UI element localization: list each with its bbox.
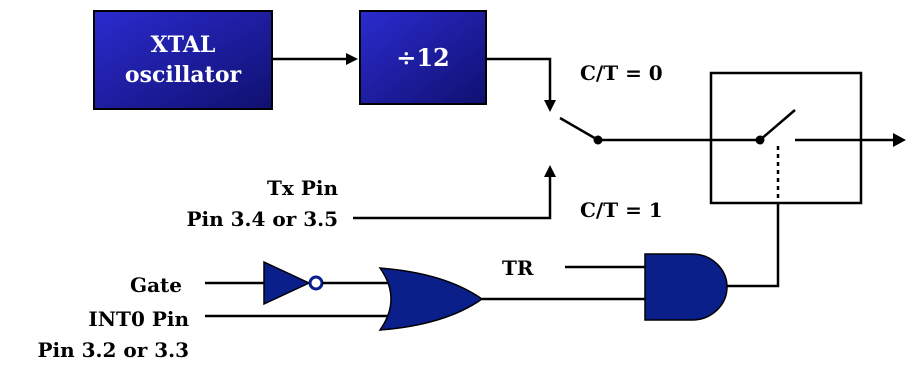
ct-switch-arm xyxy=(559,116,599,142)
gate-label: Gate xyxy=(130,273,182,297)
xtal-to-divider-arrowhead xyxy=(346,53,358,65)
xtal-label-line2: oscillator xyxy=(125,62,242,88)
divider-label: ÷12 xyxy=(396,43,450,72)
output-arrowhead xyxy=(893,133,906,147)
tx-pin-arrowhead xyxy=(544,165,556,177)
control-switch-box xyxy=(709,71,863,205)
tx-pin-number-label: Pin 3.4 or 3.5 xyxy=(186,207,338,231)
int0-pin-number-label: Pin 3.2 or 3.3 xyxy=(37,338,189,362)
control-switch-arm xyxy=(759,109,796,141)
and-output-wire xyxy=(727,203,780,288)
xtal-oscillator-block: XTAL oscillator xyxy=(93,10,273,110)
tr-label: TR xyxy=(502,256,534,280)
int0-pin-label: INT0 Pin xyxy=(88,307,189,331)
ct1-label: C/T = 1 xyxy=(580,198,663,222)
or-gate-icon xyxy=(378,267,484,331)
tx-pin-wire xyxy=(353,172,552,220)
inverter-bubble xyxy=(308,275,324,291)
divide-by-12-block: ÷12 xyxy=(359,10,487,105)
divider-arrowhead xyxy=(544,100,556,112)
divider-output-wire xyxy=(486,57,552,105)
ct0-label: C/T = 0 xyxy=(580,61,663,85)
xtal-label-line1: XTAL xyxy=(151,32,216,58)
inverter-icon xyxy=(263,260,311,306)
tx-pin-label: Tx Pin xyxy=(267,176,338,200)
and-gate-icon xyxy=(644,253,728,321)
